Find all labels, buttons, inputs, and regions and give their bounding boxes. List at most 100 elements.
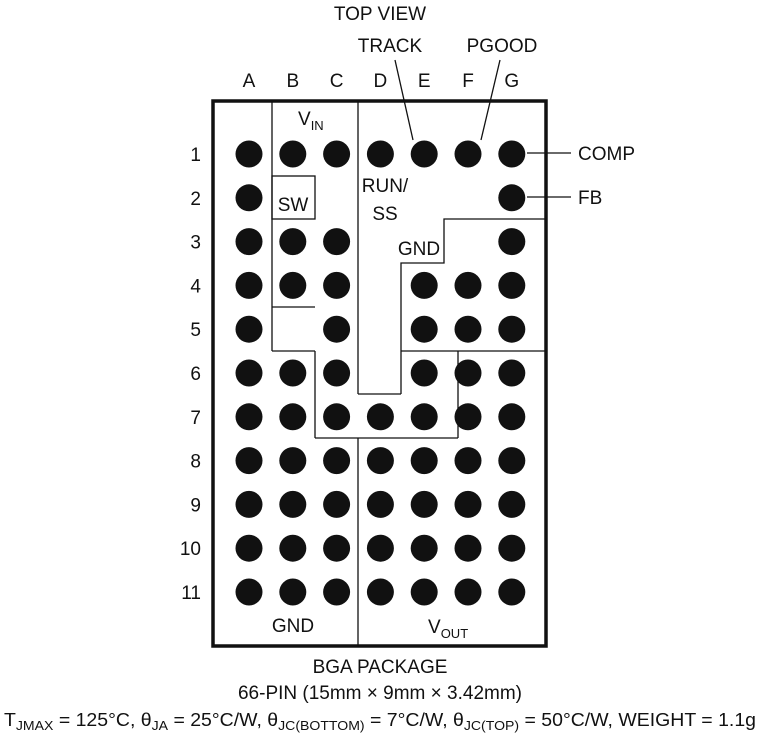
ball-d7 bbox=[366, 403, 394, 431]
thermal-specs: TJMAX = 125°C, θJA = 25°C/W, θJC(BOTTOM)… bbox=[4, 710, 756, 733]
top-view-title: TOP VIEW bbox=[334, 4, 426, 25]
ball-c11 bbox=[323, 578, 351, 606]
ball-f6 bbox=[454, 359, 482, 387]
gnd-upper-label: GND bbox=[398, 239, 440, 260]
ball-e10 bbox=[410, 534, 438, 562]
row-label-8: 8 bbox=[190, 452, 201, 473]
ball-c5 bbox=[323, 315, 351, 343]
ball-g3 bbox=[498, 228, 526, 256]
ball-e1 bbox=[410, 140, 438, 168]
ball-d11 bbox=[366, 578, 394, 606]
package-name: BGA PACKAGE bbox=[313, 657, 448, 678]
ball-a3 bbox=[235, 228, 263, 256]
ball-g6 bbox=[498, 359, 526, 387]
ball-f5 bbox=[454, 315, 482, 343]
column-label-c: C bbox=[330, 71, 344, 92]
ball-f1 bbox=[454, 140, 482, 168]
ball-a7 bbox=[235, 403, 263, 431]
ball-g10 bbox=[498, 534, 526, 562]
ball-e8 bbox=[410, 447, 438, 475]
row-label-2: 2 bbox=[190, 189, 201, 210]
ball-c7 bbox=[323, 403, 351, 431]
ball-f9 bbox=[454, 490, 482, 518]
ball-g8 bbox=[498, 447, 526, 475]
ball-a1 bbox=[235, 140, 263, 168]
row-label-3: 3 bbox=[190, 233, 201, 254]
ball-g4 bbox=[498, 271, 526, 299]
ball-g9 bbox=[498, 490, 526, 518]
ball-b4 bbox=[279, 271, 307, 299]
ball-f11 bbox=[454, 578, 482, 606]
row-label-6: 6 bbox=[190, 364, 201, 385]
package-outline bbox=[211, 99, 548, 648]
comp-label: COMP bbox=[578, 144, 635, 165]
ball-g7 bbox=[498, 403, 526, 431]
ball-e6 bbox=[410, 359, 438, 387]
ball-b6 bbox=[279, 359, 307, 387]
ball-c8 bbox=[323, 447, 351, 475]
sw-region-box bbox=[271, 175, 316, 220]
ball-b10 bbox=[279, 534, 307, 562]
ball-a9 bbox=[235, 490, 263, 518]
column-label-a: A bbox=[243, 71, 256, 92]
gnd-lower-label: GND bbox=[272, 616, 314, 637]
ball-d9 bbox=[366, 490, 394, 518]
fb-label: FB bbox=[578, 188, 602, 209]
ball-c3 bbox=[323, 228, 351, 256]
ball-a6 bbox=[235, 359, 263, 387]
ball-b3 bbox=[279, 228, 307, 256]
ball-f4 bbox=[454, 271, 482, 299]
ball-e5 bbox=[410, 315, 438, 343]
vout-region-label: VOUT bbox=[428, 617, 468, 641]
ball-b1 bbox=[279, 140, 307, 168]
row-label-4: 4 bbox=[190, 276, 201, 297]
row-label-10: 10 bbox=[180, 539, 201, 560]
ball-e11 bbox=[410, 578, 438, 606]
ball-d10 bbox=[366, 534, 394, 562]
ball-b11 bbox=[279, 578, 307, 606]
ball-f8 bbox=[454, 447, 482, 475]
column-label-b: B bbox=[286, 71, 299, 92]
track-label: TRACK bbox=[358, 36, 423, 57]
ball-b8 bbox=[279, 447, 307, 475]
ball-e9 bbox=[410, 490, 438, 518]
package-pins: 66-PIN (15mm × 9mm × 3.42mm) bbox=[238, 683, 522, 704]
column-label-f: F bbox=[462, 71, 474, 92]
column-label-d: D bbox=[374, 71, 388, 92]
column-label-e: E bbox=[418, 71, 431, 92]
ball-c1 bbox=[323, 140, 351, 168]
ball-c4 bbox=[323, 271, 351, 299]
ball-e7 bbox=[410, 403, 438, 431]
column-label-g: G bbox=[504, 71, 519, 92]
gnd-top-border bbox=[400, 218, 546, 394]
row-label-7: 7 bbox=[190, 408, 201, 429]
ball-g11 bbox=[498, 578, 526, 606]
ball-g2 bbox=[498, 184, 526, 212]
ball-f7 bbox=[454, 403, 482, 431]
ball-d1 bbox=[366, 140, 394, 168]
pgood-label: PGOOD bbox=[467, 36, 538, 57]
row-label-9: 9 bbox=[190, 495, 201, 516]
ball-b7 bbox=[279, 403, 307, 431]
ball-c6 bbox=[323, 359, 351, 387]
run-ss-label-line2: SS bbox=[372, 204, 397, 225]
ball-a11 bbox=[235, 578, 263, 606]
sw-region-label: SW bbox=[278, 195, 309, 216]
row-label-5: 5 bbox=[190, 320, 201, 341]
ball-b9 bbox=[279, 490, 307, 518]
row-label-1: 1 bbox=[190, 145, 201, 166]
run-ss-label-line1: RUN/ bbox=[362, 176, 409, 197]
ball-d8 bbox=[366, 447, 394, 475]
ball-a8 bbox=[235, 447, 263, 475]
ball-c9 bbox=[323, 490, 351, 518]
ball-g1 bbox=[498, 140, 526, 168]
ball-g5 bbox=[498, 315, 526, 343]
ball-c10 bbox=[323, 534, 351, 562]
ball-e4 bbox=[410, 271, 438, 299]
ball-a10 bbox=[235, 534, 263, 562]
row-label-11: 11 bbox=[181, 583, 201, 604]
vin-region-label: VIN bbox=[298, 109, 324, 133]
ball-f10 bbox=[454, 534, 482, 562]
ball-a2 bbox=[235, 184, 263, 212]
